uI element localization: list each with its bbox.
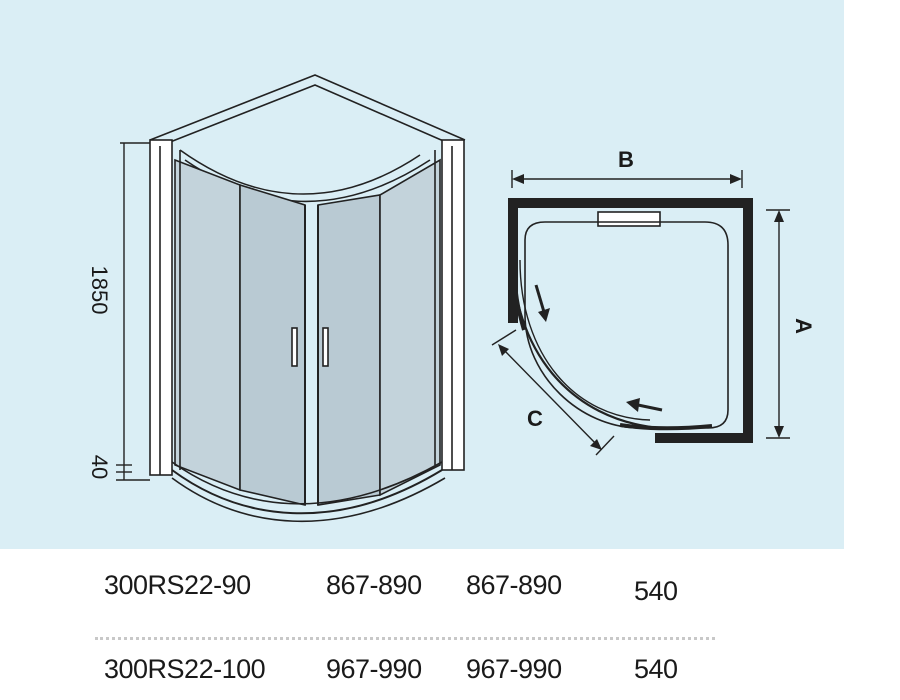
diagram-panel: 1850 40 [0,0,844,549]
label-c: C [527,406,543,431]
dimension-c-cell: 540 [634,576,678,606]
plan-view [508,198,753,443]
dimension-b-cell: 967-990 [466,654,562,684]
width-b-dimension [511,170,743,188]
model-cell: 300RS22-100 [104,654,266,684]
dimension-a-cell: 967-990 [326,654,422,684]
table-row: 300RS22-100 967-990 967-990 540 [0,654,900,698]
door-c-dimension [491,329,615,456]
depth-a-dimension [766,209,790,439]
model-cell: 300RS22-90 [104,570,251,600]
shower-enclosure-diagram: 1850 40 [87,74,816,523]
height-label: 1850 [87,266,112,315]
enclosure-3d-view [149,74,466,523]
base-height-label: 40 [87,455,112,479]
table-row: 300RS22-90 867-890 867-890 540 [0,570,900,614]
height-dimension [116,142,150,481]
dimension-b-cell: 867-890 [466,570,562,600]
label-a: A [791,318,816,334]
label-b: B [618,147,634,172]
dimension-a-cell: 867-890 [326,570,422,600]
row-divider [95,637,715,640]
dimension-c-cell: 540 [634,654,678,684]
